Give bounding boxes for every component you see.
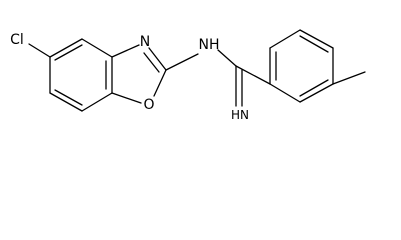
bond-tolyl-2-inner: [299, 79, 329, 97]
bond-benzo-1: [49, 38, 83, 58]
molecule-structure: Cl N O NH HN: [10, 29, 366, 122]
bond-cl-c5: [28, 43, 51, 58]
bond-o1-c7a: [111, 92, 142, 104]
bond-n3-c2-inner: [143, 52, 160, 73]
amine-nh-label: NH: [199, 37, 220, 53]
bond-tolyl-1: [269, 83, 301, 103]
imine-nh-label: HN: [231, 108, 249, 122]
bond-c2-o1: [153, 69, 167, 97]
structure-canvas: Cl N O NH HN: [10, 29, 366, 122]
bond-nh-camidine: [217, 49, 237, 67]
bond-benzo-5-inner: [54, 89, 83, 106]
bond-c3a-n3: [111, 44, 140, 58]
bond-benzo-2: [81, 38, 113, 58]
bond-benzo-4: [81, 92, 113, 112]
chlorine-label: Cl: [10, 32, 24, 48]
bond-tolyl-4-inner: [299, 35, 329, 53]
bond-tolyl-4: [299, 29, 334, 49]
bond-methyl: [332, 71, 366, 85]
oxazole-nitrogen-label: N: [140, 34, 150, 50]
bond-camidine-aryl: [235, 65, 271, 85]
bond-n3-c2: [148, 47, 167, 71]
bond-c2-nh: [165, 53, 199, 71]
bond-tolyl-2: [299, 83, 334, 103]
bond-tolyl-5: [269, 29, 301, 49]
oxazole-oxygen-label: O: [143, 97, 154, 113]
bond-benzo-1-inner: [54, 44, 83, 61]
bond-benzo-5: [49, 92, 83, 112]
